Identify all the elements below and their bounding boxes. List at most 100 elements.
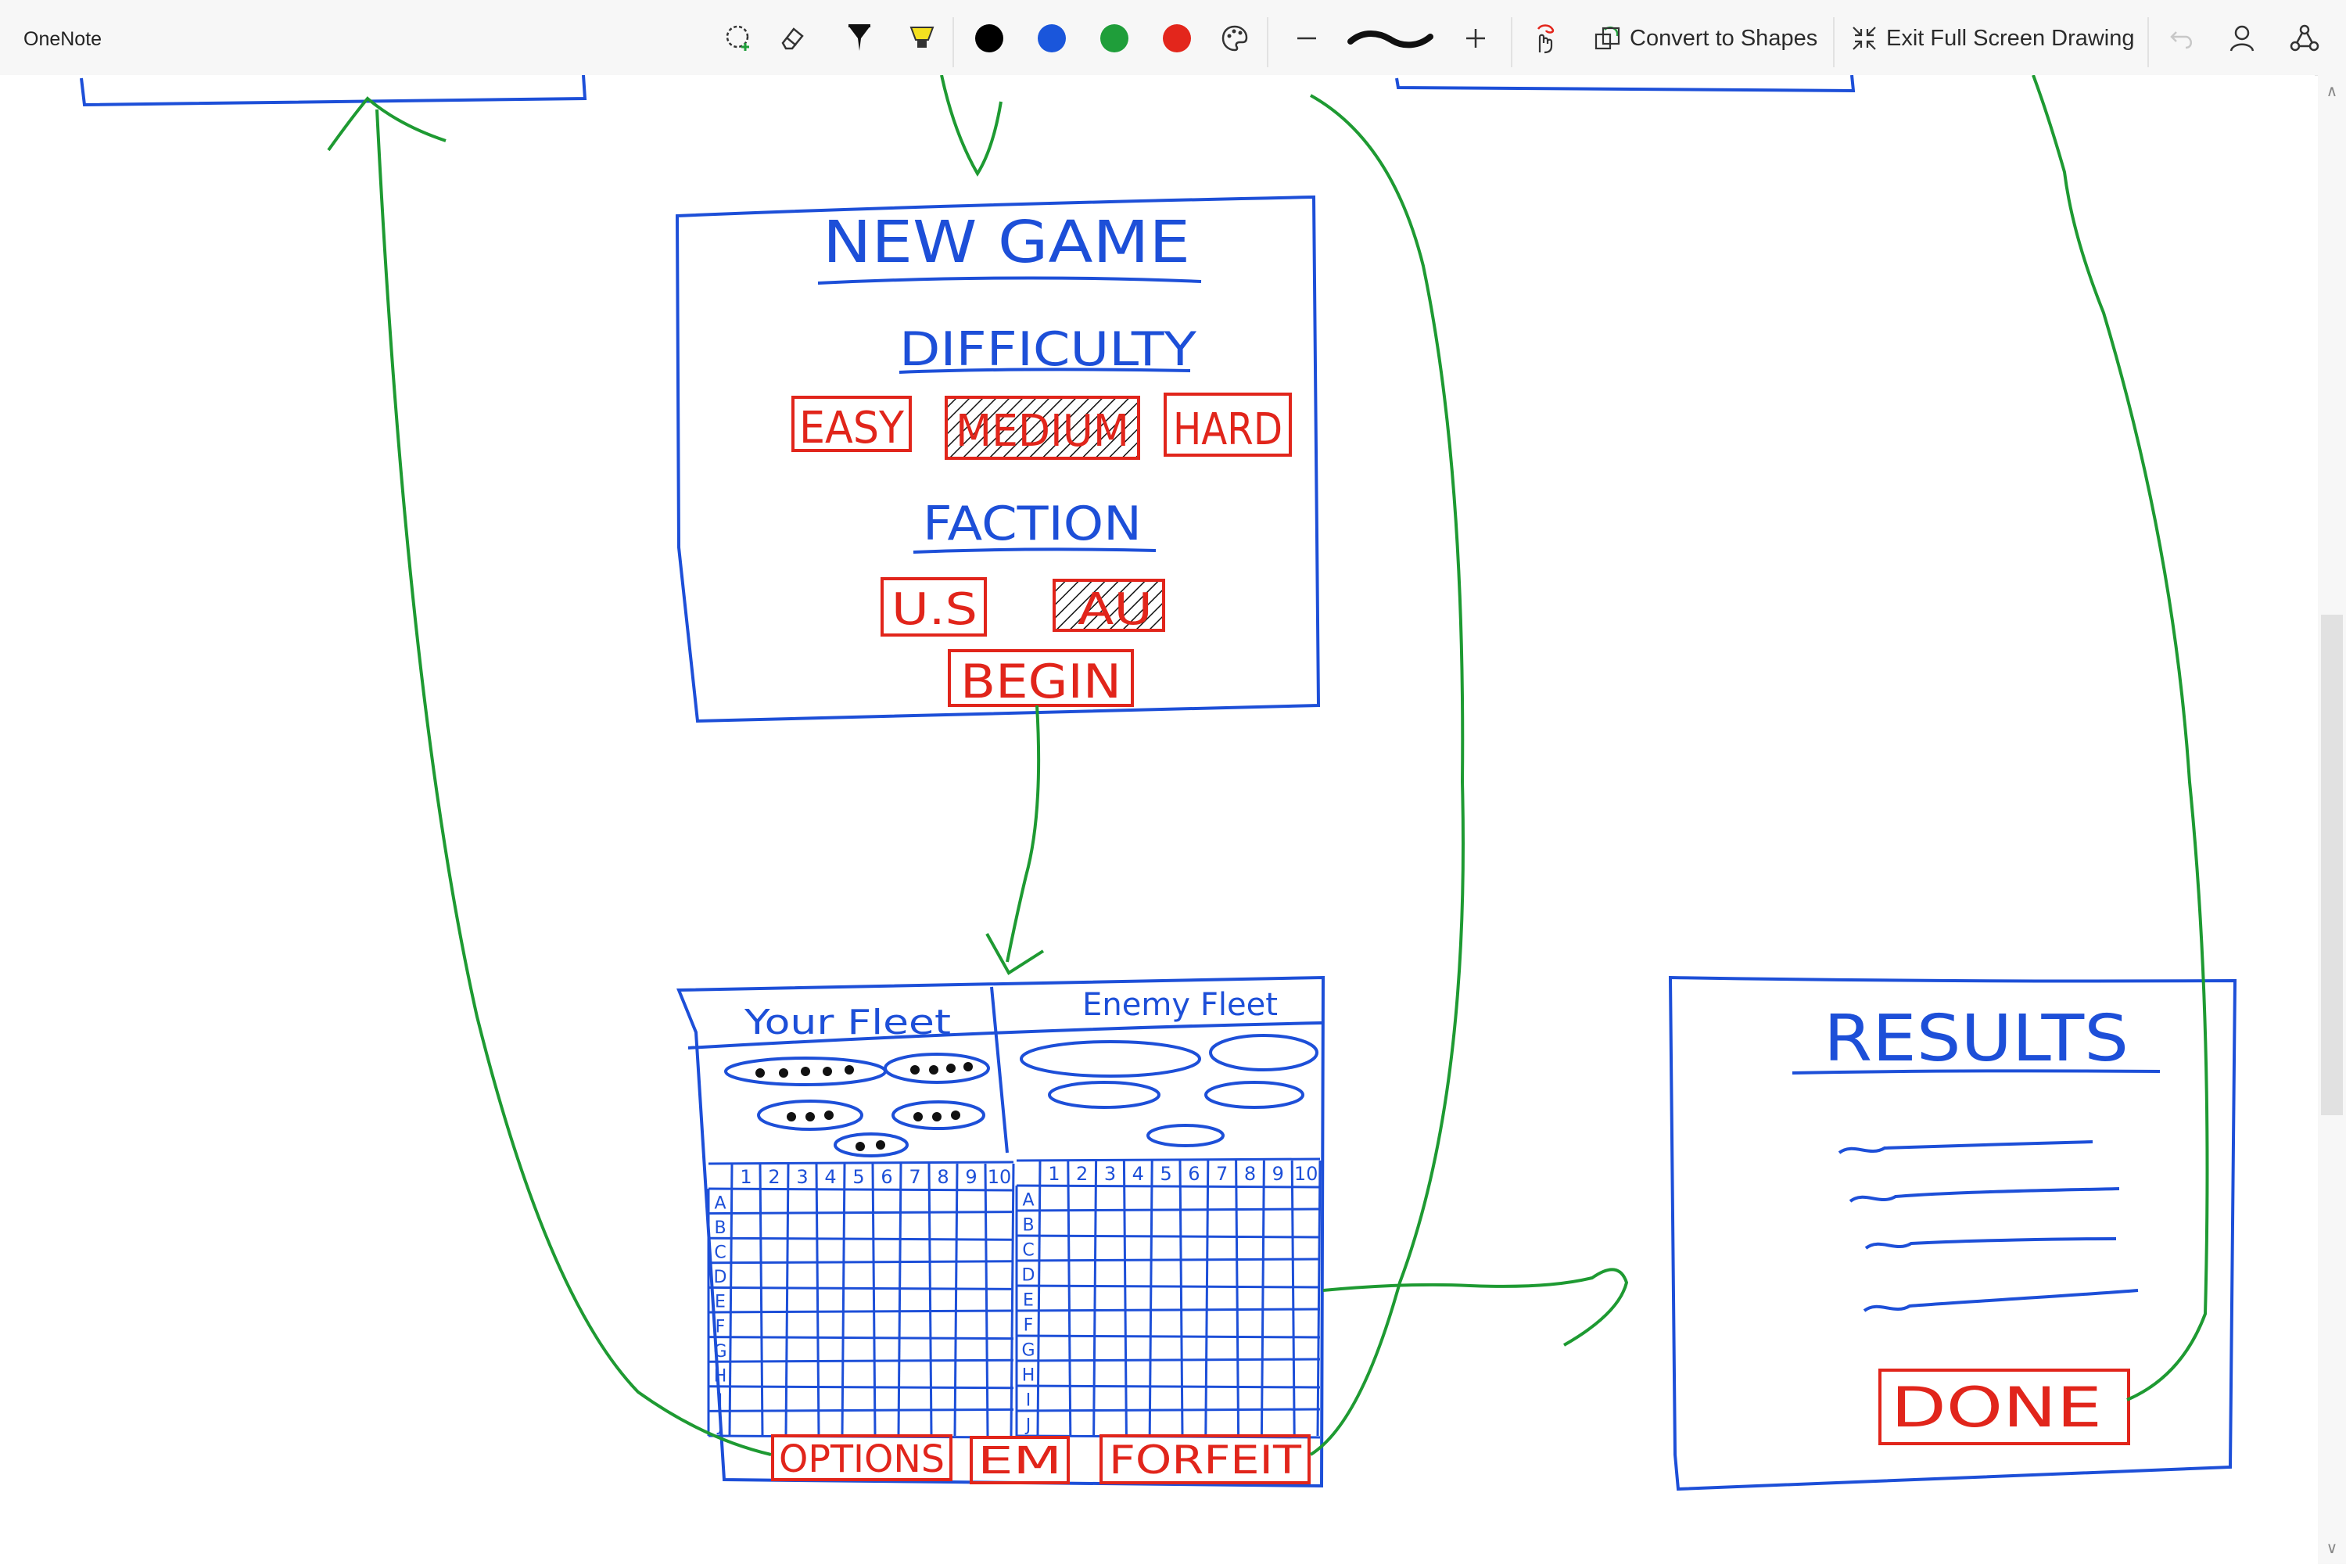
your-grid-row-label: J [716, 1416, 723, 1436]
enemy-grid-row-label: H [1022, 1366, 1035, 1386]
increase-thickness-icon[interactable] [1458, 19, 1494, 58]
difficulty-label: DIFFICULTY [899, 322, 1196, 377]
arrow-options-to-top-left [327, 96, 772, 1456]
your-grid-col-label: 3 [796, 1166, 808, 1188]
your-grid-vline [759, 1163, 764, 1437]
enemy-grid-vline [1178, 1160, 1184, 1437]
color-swatch-green [1100, 24, 1128, 52]
enemy-grid-vline [1122, 1160, 1128, 1437]
enemy-grid-hline [1016, 1408, 1321, 1412]
enemy-grid-col-label: 5 [1160, 1163, 1171, 1185]
enemy-grid-hline [1016, 1207, 1321, 1212]
your-grid-hline [708, 1236, 1014, 1241]
us-button-sketch [881, 577, 987, 637]
your-grid-hline [708, 1161, 1014, 1165]
your-ships [724, 1053, 990, 1157]
decrease-thickness-icon[interactable] [1289, 19, 1325, 58]
eraser-icon[interactable] [774, 19, 810, 58]
color-swatch-black [975, 24, 1003, 52]
your-grid-vline [1010, 1163, 1015, 1437]
enemy-grid-row-label: F [1024, 1316, 1034, 1336]
your-grid-vline [953, 1163, 959, 1437]
color-swatch-red [1163, 24, 1191, 52]
options-button-sketch [771, 1434, 952, 1481]
touch-draw-icon[interactable] [1525, 19, 1564, 58]
account-icon[interactable] [2224, 19, 2260, 58]
exit-full-screen-button[interactable]: Exit Full Screen Drawing [1850, 19, 2135, 58]
share-icon[interactable] [2287, 19, 2323, 58]
enemy-grid-row-label: J [1024, 1416, 1031, 1436]
app-title: OneNote [23, 28, 102, 50]
your-grid-col-label: 6 [881, 1166, 892, 1188]
new-game-screen-sketch: NEW GAME DIFFICULTY EASY MEDIUM HARD FAC… [675, 195, 1321, 723]
au-button-sketch-selected [1053, 579, 1165, 632]
enemy-grid-vline [1260, 1160, 1265, 1437]
em-label: EM [978, 1439, 1062, 1483]
your-grid-col-label: 7 [909, 1166, 920, 1188]
your-grid-col-label: 8 [937, 1166, 949, 1188]
your-grid-vline [784, 1163, 790, 1437]
exit-full-screen-label: Exit Full Screen Drawing [1886, 25, 2135, 51]
your-grid-vline [841, 1163, 846, 1437]
your-grid-col-label: 5 [852, 1166, 864, 1188]
enemy-grid-row-label: A [1022, 1191, 1034, 1211]
easy-button-sketch [791, 396, 912, 452]
drawing-canvas[interactable]: NEW GAME DIFFICULTY EASY MEDIUM HARD FAC… [0, 74, 2315, 1564]
your-grid-row-label: F [716, 1317, 726, 1337]
your-grid-row-label: C [714, 1243, 726, 1262]
medium-button-sketch-selected [945, 396, 1140, 460]
your-grid-row-label: B [714, 1218, 726, 1238]
pen-icon[interactable] [841, 19, 877, 58]
your-grid-col-label: 10 [988, 1166, 1012, 1188]
pen-color-blue[interactable] [1034, 19, 1070, 58]
enemy-grid-col-label: 9 [1272, 1163, 1284, 1185]
your-grid-row-label: D [714, 1268, 727, 1287]
hard-button-sketch [1164, 393, 1292, 457]
results-screen-sketch: RESULTS DONE [1668, 975, 2237, 1491]
forfeit-label: FORFEIT [1109, 1437, 1302, 1483]
your-grid-col-label: 2 [768, 1166, 780, 1188]
lasso-select-icon[interactable] [721, 19, 757, 58]
forfeit-button-sketch [1099, 1434, 1311, 1484]
convert-shapes-icon [1594, 27, 1620, 50]
color-swatch-blue [1038, 24, 1066, 52]
enemy-fleet-label: Enemy Fleet [1082, 987, 1278, 1023]
enemy-grid-col-label: 10 [1294, 1163, 1318, 1185]
offscreen-screen-sketch-left [80, 74, 587, 107]
scroll-down-icon[interactable]: ∨ [2326, 1540, 2338, 1557]
vertical-scrollbar[interactable]: ∧ ∨ [2318, 75, 2346, 1564]
color-palette-icon[interactable] [1217, 19, 1253, 58]
scroll-up-icon[interactable]: ∧ [2326, 83, 2338, 100]
pen-color-black[interactable] [971, 19, 1007, 58]
enemy-grid-col-label: 3 [1104, 1163, 1116, 1185]
faction-label: FACTION [923, 497, 1142, 551]
your-grid-vline [815, 1163, 820, 1437]
your-grid-hline [708, 1286, 1014, 1290]
undo-icon[interactable] [2165, 19, 2201, 58]
enemy-grid-hline [1016, 1157, 1321, 1162]
scroll-thumb[interactable] [2321, 615, 2343, 1115]
au-label: AU [1078, 584, 1153, 635]
enemy-grid-hline [1016, 1284, 1321, 1289]
convert-to-shapes-button[interactable]: Convert to Shapes [1592, 19, 1817, 58]
pen-color-green[interactable] [1096, 19, 1132, 58]
enemy-grid-col-label: 8 [1244, 1163, 1256, 1185]
hard-label: HARD [1173, 404, 1282, 455]
enemy-grid-row-label: G [1021, 1341, 1035, 1361]
pen-color-red[interactable] [1159, 19, 1195, 58]
enemy-grid-vline [1036, 1160, 1042, 1437]
your-grid-hline [708, 1336, 1014, 1340]
your-grid-hline [708, 1211, 1014, 1215]
enemy-grid-vline [1148, 1160, 1153, 1437]
enemy-grid-vline [1235, 1160, 1240, 1437]
enemy-grid-vline [1092, 1160, 1098, 1437]
highlighter-icon[interactable] [904, 19, 940, 58]
enemy-grid-col-label: 6 [1188, 1163, 1200, 1185]
enemy-grid-row-label: C [1022, 1241, 1034, 1261]
your-grid-row-label: A [714, 1193, 726, 1213]
enemy-grid-col-label: 2 [1076, 1163, 1088, 1185]
enemy-grid-row-label: D [1022, 1266, 1035, 1286]
enemy-grid-vline [1290, 1160, 1296, 1437]
